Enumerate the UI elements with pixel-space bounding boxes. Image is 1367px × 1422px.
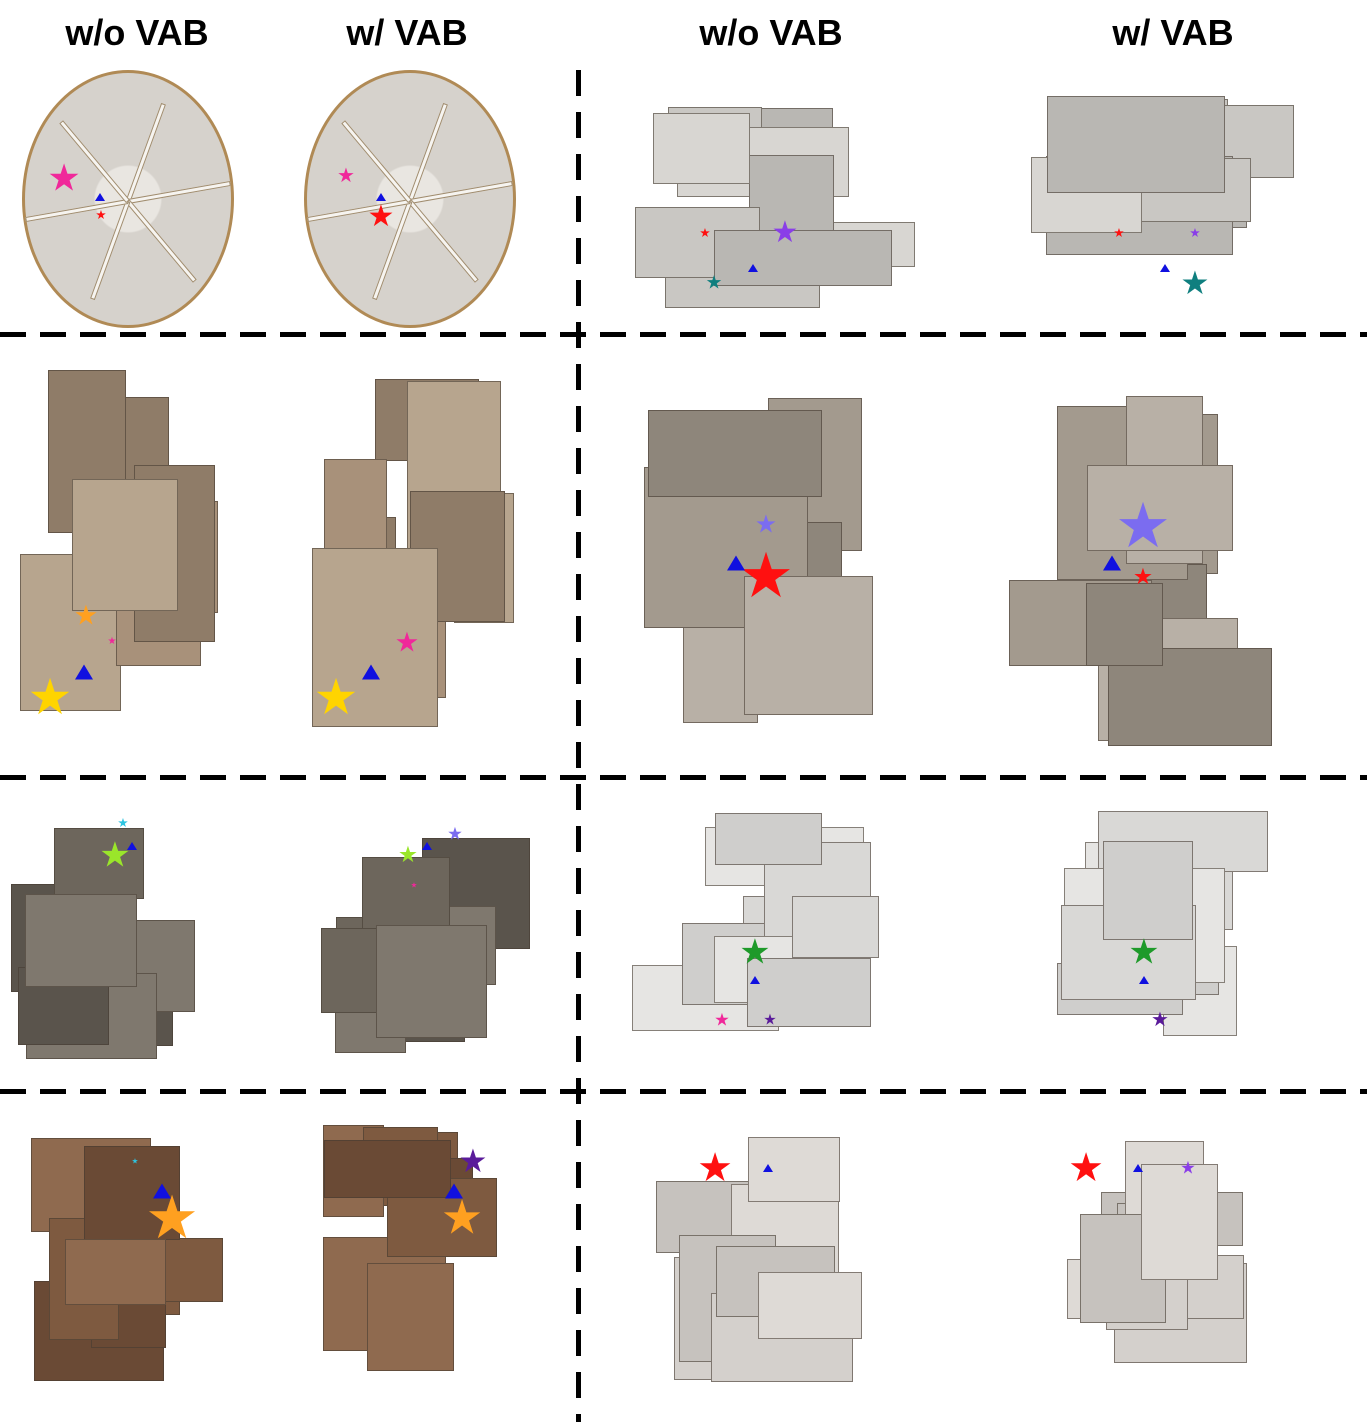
cyan-star-icon: ★ <box>117 815 129 830</box>
agent-triangle-icon <box>95 193 105 201</box>
room <box>1046 95 1226 194</box>
room <box>25 894 137 988</box>
floor-map-r3-right-without <box>630 802 920 1060</box>
column-header-1: w/o VAB <box>65 12 209 53</box>
room <box>1103 840 1194 940</box>
column-header-3: w/o VAB <box>699 12 843 53</box>
room <box>323 1139 451 1199</box>
vertical-dashed-divider <box>576 70 581 1422</box>
agent-triangle-icon <box>1133 1164 1143 1172</box>
purple-star-icon: ★ <box>1189 225 1201 240</box>
floor-map-r2-left-without <box>15 355 235 765</box>
room <box>1085 582 1163 666</box>
lavender-star-icon: ★ <box>754 510 778 539</box>
teal-star-icon: ★ <box>705 271 723 293</box>
floor-map-r1-right-without <box>605 90 917 315</box>
agent-triangle-icon <box>763 1164 773 1172</box>
horizontal-dashed-divider-1 <box>0 332 1367 337</box>
purple-star-icon: ★ <box>771 216 799 249</box>
red-star-icon: ★ <box>1132 563 1154 589</box>
pink-star-icon: ★ <box>107 636 117 647</box>
lime-star-icon: ★ <box>99 835 131 875</box>
red-star-icon: ★ <box>95 207 107 222</box>
floor-map-r4-left-without <box>10 1115 235 1385</box>
room <box>72 479 179 612</box>
room <box>714 230 893 287</box>
agent-triangle-icon <box>75 664 93 680</box>
horizontal-dashed-divider-2 <box>0 775 1367 780</box>
teal-star-icon: ★ <box>1180 264 1210 301</box>
agent-triangle-icon <box>153 1183 171 1199</box>
floor-map-r2-right-with <box>1000 355 1290 750</box>
pink-star-icon: ★ <box>337 165 355 187</box>
red-star-icon: ★ <box>697 1146 733 1190</box>
floor-map-r3-right-with <box>1018 802 1308 1060</box>
floor-map-r4-right-without <box>648 1115 896 1400</box>
room <box>744 576 874 716</box>
agent-triangle-icon <box>362 664 380 680</box>
room <box>64 1239 167 1306</box>
room <box>312 548 439 727</box>
red-star-icon: ★ <box>737 540 795 611</box>
column-header-2: w/ VAB <box>346 12 468 53</box>
floor-map-r4-left-with <box>302 1115 527 1385</box>
lime-star-icon: ★ <box>397 841 419 867</box>
green-star-icon: ★ <box>739 932 771 972</box>
agent-triangle-icon <box>422 842 432 850</box>
darkpurple-star-icon: ★ <box>763 1011 777 1029</box>
room <box>715 812 823 866</box>
agent-triangle-icon <box>748 264 758 272</box>
room <box>54 827 145 900</box>
agent-triangle-icon <box>127 842 137 850</box>
room <box>791 895 879 959</box>
floor-map-r3-left-without <box>10 802 235 1064</box>
room <box>1140 1163 1218 1280</box>
yellow-star-icon: ★ <box>27 669 73 725</box>
room <box>376 925 487 1038</box>
purple-star-icon: ★ <box>1180 1157 1196 1178</box>
orange-star-icon: ★ <box>73 599 99 631</box>
room <box>653 112 750 185</box>
red-star-icon: ★ <box>367 200 395 233</box>
cyan-star-icon: ★ <box>131 1156 139 1166</box>
pink-star-icon: ★ <box>394 626 420 658</box>
orange-star-icon: ★ <box>440 1191 484 1245</box>
floor-map-r2-right-without <box>620 355 910 750</box>
floor-map-r1-left-without <box>22 70 234 328</box>
red-star-icon: ★ <box>1113 225 1125 240</box>
pink-star-icon: ★ <box>47 156 81 199</box>
agent-triangle-icon <box>750 976 760 984</box>
red-star-icon: ★ <box>1068 1146 1104 1190</box>
agent-triangle-icon <box>727 555 745 571</box>
pink-star-icon: ★ <box>410 880 418 890</box>
agent-triangle-icon <box>376 193 386 201</box>
room <box>648 410 823 497</box>
horizontal-dashed-divider-3 <box>0 1089 1367 1094</box>
darkpurple-star-icon: ★ <box>458 1142 488 1179</box>
room <box>367 1263 454 1372</box>
floor-map-r3-left-with <box>305 802 530 1064</box>
yellow-star-icon: ★ <box>313 669 359 725</box>
lavender-star-icon: ★ <box>1114 490 1172 561</box>
room <box>758 1272 863 1340</box>
agent-triangle-icon <box>1139 976 1149 984</box>
floor-map-r4-right-with <box>1020 1115 1268 1400</box>
floor-map-r1-left-with <box>304 70 516 328</box>
column-header-4: w/ VAB <box>1112 12 1234 53</box>
green-star-icon: ★ <box>1128 932 1160 972</box>
room <box>1086 465 1234 551</box>
floor-map-r1-right-with <box>1015 90 1327 315</box>
agent-triangle-icon <box>445 1183 463 1199</box>
floor-map-r2-left-with <box>298 355 518 765</box>
lavender-star-icon: ★ <box>447 823 463 844</box>
agent-triangle-icon <box>1160 264 1170 272</box>
room <box>746 958 871 1027</box>
agent-triangle-icon <box>1103 555 1121 571</box>
pink-star-icon: ★ <box>714 1009 730 1030</box>
darkpurple-star-icon: ★ <box>1151 1009 1169 1031</box>
room <box>747 1137 841 1202</box>
red-star-icon: ★ <box>699 225 711 240</box>
